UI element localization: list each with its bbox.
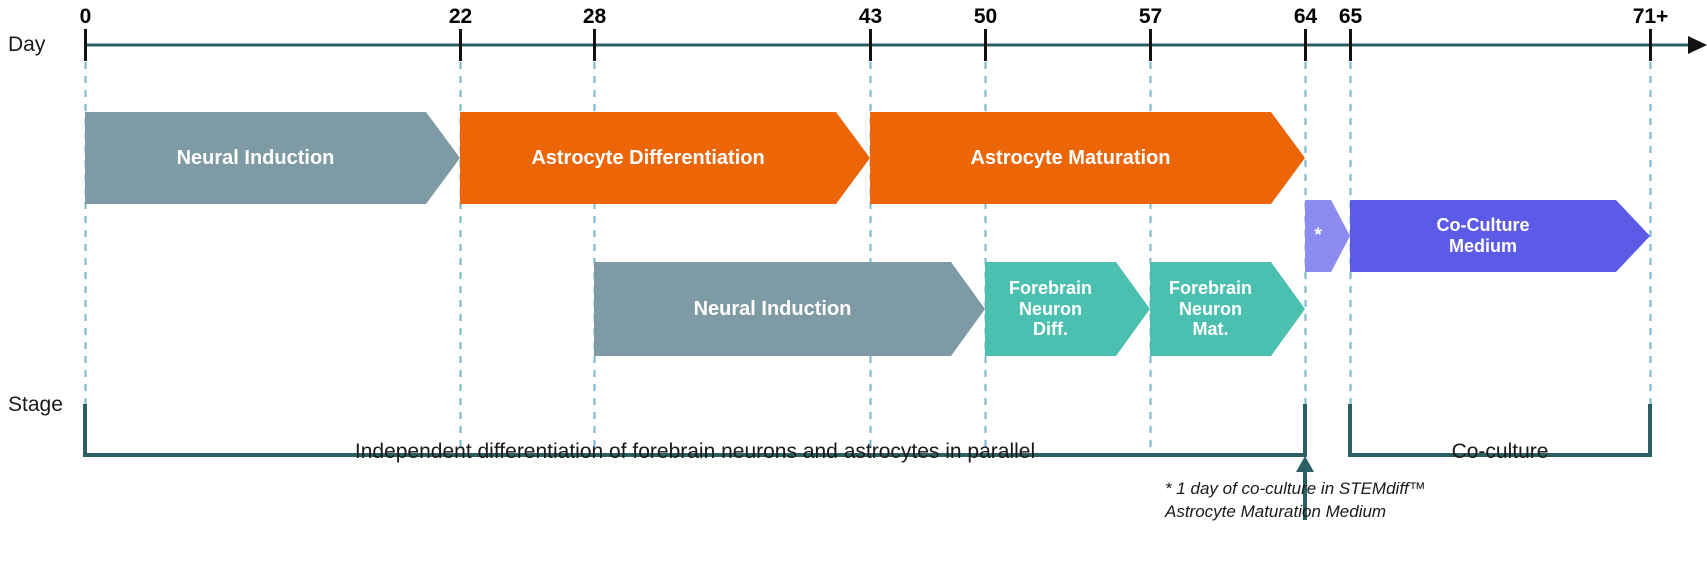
tick-label-43: 43 (858, 5, 883, 28)
tick-label-28: 28 (582, 5, 607, 28)
timeline-bar (1305, 200, 1350, 272)
timeline-bar (594, 262, 985, 356)
parallel-bracket-label: Independent differentiation of forebrain… (354, 440, 1036, 463)
day-axis-label: Day (8, 33, 46, 56)
timeline-bar (985, 262, 1150, 356)
tick-label-22: 22 (448, 5, 473, 28)
parallel-bracket (83, 404, 1307, 457)
tick-label-64: 64 (1293, 5, 1318, 28)
day-axis (84, 29, 1707, 61)
timeline-bars (85, 112, 1650, 356)
co-culture-bracket-label: Co-culture (1451, 440, 1549, 463)
co-culture-bracket (1348, 404, 1652, 457)
stage-axis-label: Stage (8, 393, 63, 416)
timeline-bar (85, 112, 460, 204)
stage-brackets (83, 404, 1652, 520)
tick-label-0: 0 (79, 5, 92, 28)
tick-label-57: 57 (1138, 5, 1163, 28)
tick-label-71+: 71+ (1632, 5, 1669, 28)
timeline-bar (1350, 200, 1650, 272)
timeline-bar (460, 112, 870, 204)
timeline-bar (870, 112, 1305, 204)
axis-arrowhead-icon (1688, 36, 1707, 54)
co-culture-footnote: * 1 day of co-culture in STEMdiff™ Astro… (1165, 479, 1426, 521)
tick-label-50: 50 (973, 5, 998, 28)
footnote-pointer-head-icon (1296, 456, 1314, 472)
tick-label-65: 65 (1338, 5, 1363, 28)
timeline-bar (1150, 262, 1305, 356)
